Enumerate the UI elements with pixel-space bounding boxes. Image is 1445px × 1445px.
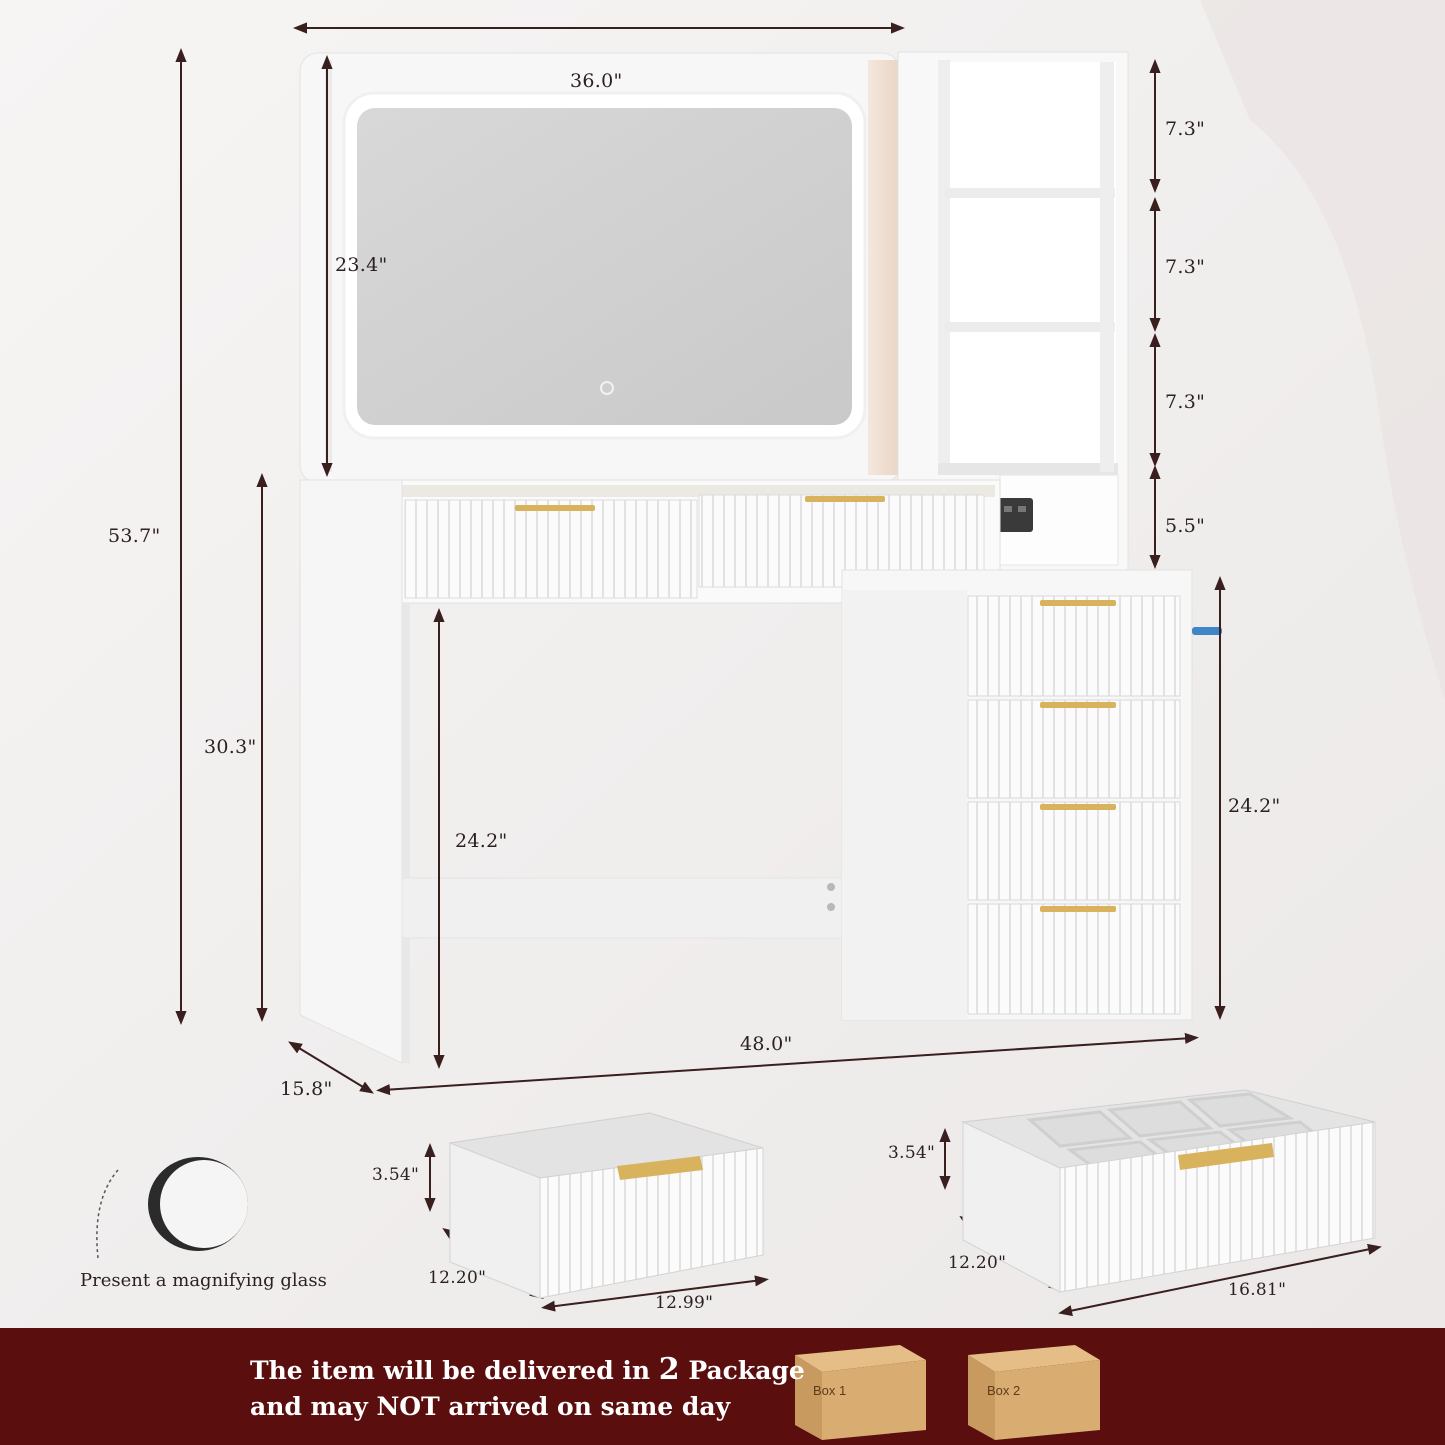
notice-package-count: 2 xyxy=(658,1352,680,1387)
mirror-panel xyxy=(299,52,901,484)
notice-suffix: Package xyxy=(679,1356,805,1385)
dim-shelf-3: 7.3" xyxy=(1165,391,1206,413)
dim-table-height: 30.3" xyxy=(204,736,257,758)
usb-cable-icon xyxy=(1192,627,1222,635)
gold-handle xyxy=(515,505,595,511)
dim-organizer-drawer-depth: 12.20" xyxy=(948,1253,1007,1273)
gold-handle xyxy=(1040,804,1116,810)
dim-small-drawer-depth: 12.20" xyxy=(428,1268,487,1288)
dim-organizer-drawer-width: 16.81" xyxy=(1228,1280,1287,1300)
gold-handle xyxy=(1040,702,1116,708)
gold-handle xyxy=(1040,906,1116,912)
dim-knee-height: 24.2" xyxy=(455,830,508,852)
organizer-drawer-illustration xyxy=(961,1089,1376,1293)
dimension-lines xyxy=(175,22,1382,1317)
gift-label: Present a magnifying glass xyxy=(80,1270,327,1291)
dim-small-drawer-width: 12.99" xyxy=(655,1293,714,1313)
small-drawer-illustration xyxy=(448,1112,764,1299)
dim-mirror-height: 23.4" xyxy=(335,254,388,276)
shelf-tower xyxy=(897,51,1129,573)
dim-cabinet-height: 24.2" xyxy=(1228,795,1281,817)
cabinet-drawer-4 xyxy=(967,903,1181,1015)
notice-line-2: and may NOT arrived on same day xyxy=(250,1392,731,1421)
notice-line-1: The item will be delivered in 2 Package xyxy=(250,1352,805,1387)
dim-depth: 15.8" xyxy=(280,1078,333,1100)
vanity-desk xyxy=(299,479,1222,1064)
top-drawer-left xyxy=(404,499,698,599)
dim-shelf-1: 7.3" xyxy=(1165,118,1206,140)
dim-small-drawer-height: 3.54" xyxy=(372,1165,420,1185)
dim-outlet-shelf: 5.5" xyxy=(1165,515,1206,537)
dim-total-height: 53.7" xyxy=(108,525,161,547)
power-outlet-icon xyxy=(997,498,1033,532)
dim-shelf-2: 7.3" xyxy=(1165,256,1206,278)
notice-prefix: The item will be delivered in xyxy=(250,1356,659,1385)
dim-total-width: 48.0" xyxy=(740,1033,793,1055)
cabinet-drawer-2 xyxy=(967,699,1181,799)
dim-organizer-drawer-height: 3.54" xyxy=(888,1143,936,1163)
gold-handle xyxy=(1040,600,1116,606)
gold-handle xyxy=(805,496,885,502)
cabinet-drawer-3 xyxy=(967,801,1181,901)
cabinet-drawer-1 xyxy=(967,595,1181,697)
touch-switch-icon xyxy=(600,381,614,395)
background-face-shadow xyxy=(1200,0,1445,700)
magnifying-glass-illustration xyxy=(96,1157,248,1259)
delivery-banner xyxy=(0,1328,1445,1445)
dim-mirror-width: 36.0" xyxy=(570,70,623,92)
